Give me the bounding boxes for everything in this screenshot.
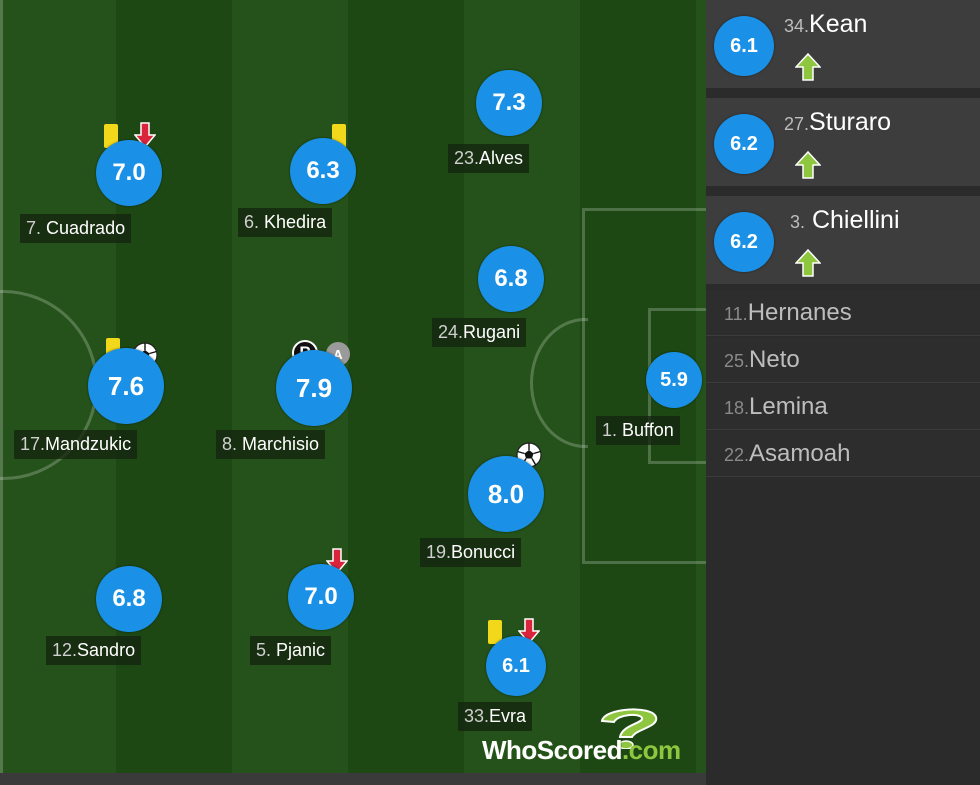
- bench-row-neto[interactable]: 25.Neto: [706, 337, 980, 383]
- halfway-line: [0, 0, 3, 773]
- sub-name: 3. Chiellini: [790, 206, 900, 234]
- player-label: 6. Khedira: [238, 208, 333, 237]
- rating-badge: 6.1: [486, 636, 546, 696]
- bench-row-asamoah[interactable]: 22.Asamoah: [706, 431, 980, 477]
- rating-badge: 6.2: [714, 114, 774, 174]
- bench-name: 11.Hernanes: [724, 299, 852, 326]
- player-label: 7. Cuadrado: [20, 214, 132, 243]
- rating-badge: 7.3: [476, 70, 542, 136]
- rating-badge: 6.8: [478, 246, 544, 312]
- sub-row-chiellini[interactable]: 6.2 3. Chiellini: [706, 196, 980, 288]
- player-label: 17.Mandzukic: [14, 430, 138, 459]
- rating-badge: 6.3: [290, 138, 356, 204]
- player-bonucci[interactable]: 8.0 19.Bonucci: [420, 440, 570, 567]
- bottom-scrollbar[interactable]: [0, 773, 706, 785]
- bench-row-hernanes[interactable]: 11.Hernanes: [706, 290, 980, 336]
- player-evra[interactable]: 6.1 33.Evra: [456, 616, 606, 731]
- player-label: 23.Alves: [448, 144, 530, 173]
- sub-row-kean[interactable]: 6.1 34.Kean: [706, 0, 980, 92]
- rating-badge: 6.8: [96, 566, 162, 632]
- yellow-card-icon: [488, 620, 502, 644]
- player-label: 19.Bonucci: [420, 538, 522, 567]
- bench-name: 22.Asamoah: [724, 440, 851, 467]
- player-marchisio[interactable]: P A 7.9 8. Marchisio: [214, 336, 374, 459]
- player-alves[interactable]: 7.3 23.Alves: [446, 68, 596, 173]
- player-label: 5. Pjanic: [250, 636, 332, 665]
- bench-name: 25.Neto: [724, 346, 800, 373]
- rating-badge: 8.0: [468, 456, 544, 532]
- sub-row-sturaro[interactable]: 6.2 27.Sturaro: [706, 98, 980, 190]
- player-pjanic[interactable]: 7.0 5. Pjanic: [248, 544, 398, 665]
- question-mark-logo-icon: [600, 708, 658, 749]
- player-label: 12.Sandro: [46, 636, 142, 665]
- rating-badge: 7.9: [276, 350, 352, 426]
- sub-name: 34.Kean: [784, 10, 868, 38]
- player-buffon[interactable]: 5.9 1. Buffon: [596, 350, 706, 450]
- rating-badge: 7.6: [88, 348, 164, 424]
- sub-on-arrow-icon: [795, 150, 821, 179]
- sub-name: 27.Sturaro: [784, 108, 892, 136]
- player-label: 8. Marchisio: [216, 430, 326, 459]
- player-cuadrado[interactable]: 7.0 7. Cuadrado: [18, 118, 168, 243]
- player-sandro[interactable]: 6.8 12.Sandro: [46, 564, 196, 665]
- player-mandzukic[interactable]: 7.6 17.Mandzukic: [14, 338, 174, 459]
- player-label: 24.Rugani: [432, 318, 527, 347]
- bench-row-lemina[interactable]: 18.Lemina: [706, 384, 980, 430]
- rating-badge: 7.0: [96, 140, 162, 206]
- substitutes-panel: 6.1 34.Kean 6.2 27.Sturaro 6.2 3. Chiell…: [706, 0, 980, 785]
- sub-on-arrow-icon: [795, 52, 821, 81]
- player-khedira[interactable]: 6.3 6. Khedira: [236, 118, 386, 237]
- rating-badge: 7.0: [288, 564, 354, 630]
- player-label: 1. Buffon: [596, 416, 680, 445]
- player-label: 33.Evra: [458, 702, 533, 731]
- rating-badge: 6.1: [714, 16, 774, 76]
- logo-text: WhoScored.com: [482, 735, 681, 765]
- rating-badge: 5.9: [646, 352, 702, 408]
- rating-badge: 6.2: [714, 212, 774, 272]
- pitch: 7.0 7. Cuadrado 6.3 6. Khedira 7.3 23.Al…: [0, 0, 706, 773]
- player-rugani[interactable]: 6.8 24.Rugani: [430, 244, 580, 347]
- whoscored-logo: WhoScored.com: [482, 705, 697, 770]
- sub-on-arrow-icon: [795, 248, 821, 277]
- bench-name: 18.Lemina: [724, 393, 828, 420]
